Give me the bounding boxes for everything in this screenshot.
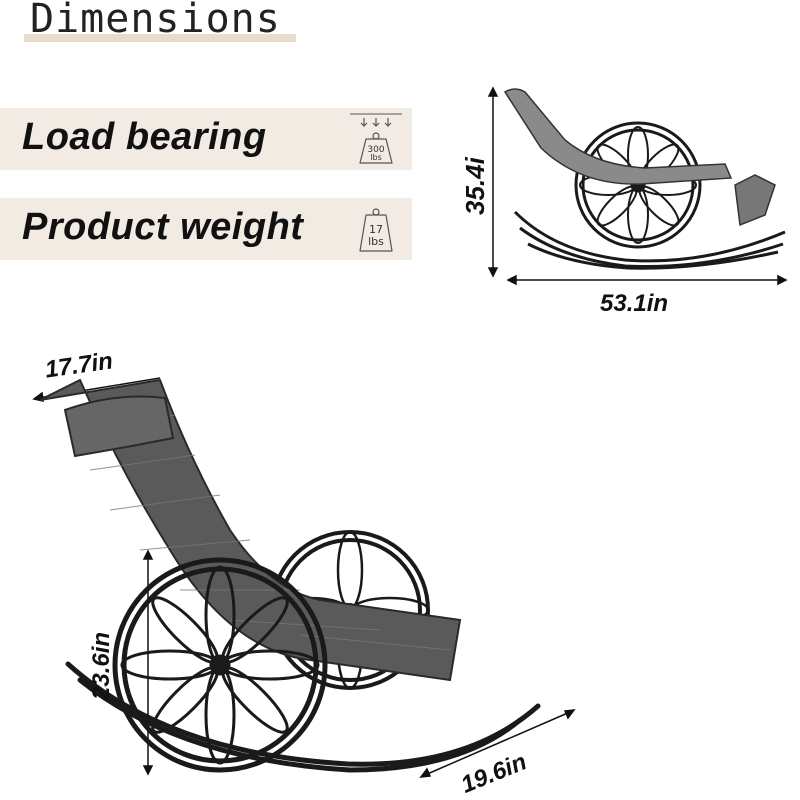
- headrest: [63, 395, 175, 458]
- side-seat: [503, 88, 733, 185]
- length-dimension-arrow: [506, 274, 788, 286]
- page-title: Dimensions: [30, 0, 281, 42]
- side-rockers: [513, 210, 786, 270]
- main-seat: [39, 378, 462, 682]
- weight-icon: 17 lbs: [359, 208, 393, 252]
- product-weight-label: Product weight: [22, 206, 304, 248]
- title-underline: [24, 34, 296, 42]
- load-bearing-unit: lbs: [370, 153, 381, 162]
- side-footrest: [734, 174, 776, 227]
- height-dimension-arrow: [487, 86, 499, 278]
- depth-dimension-arrow: [419, 709, 576, 778]
- product-weight-unit: lbs: [368, 235, 384, 248]
- load-bearing-label: Load bearing: [22, 116, 267, 158]
- main-seat-height-label: 23.6in: [88, 631, 115, 700]
- side-length-label: 53.1in: [600, 290, 669, 317]
- product-weight-row: Product weight 17 lbs: [0, 198, 412, 260]
- load-bearing-row: Load bearing 300 lbs: [0, 108, 412, 170]
- product-weight-value: 17: [369, 223, 383, 236]
- load-bearing-value: 300: [367, 145, 384, 155]
- front-wheel: [112, 557, 328, 773]
- weight-icon: 300 lbs: [350, 113, 402, 164]
